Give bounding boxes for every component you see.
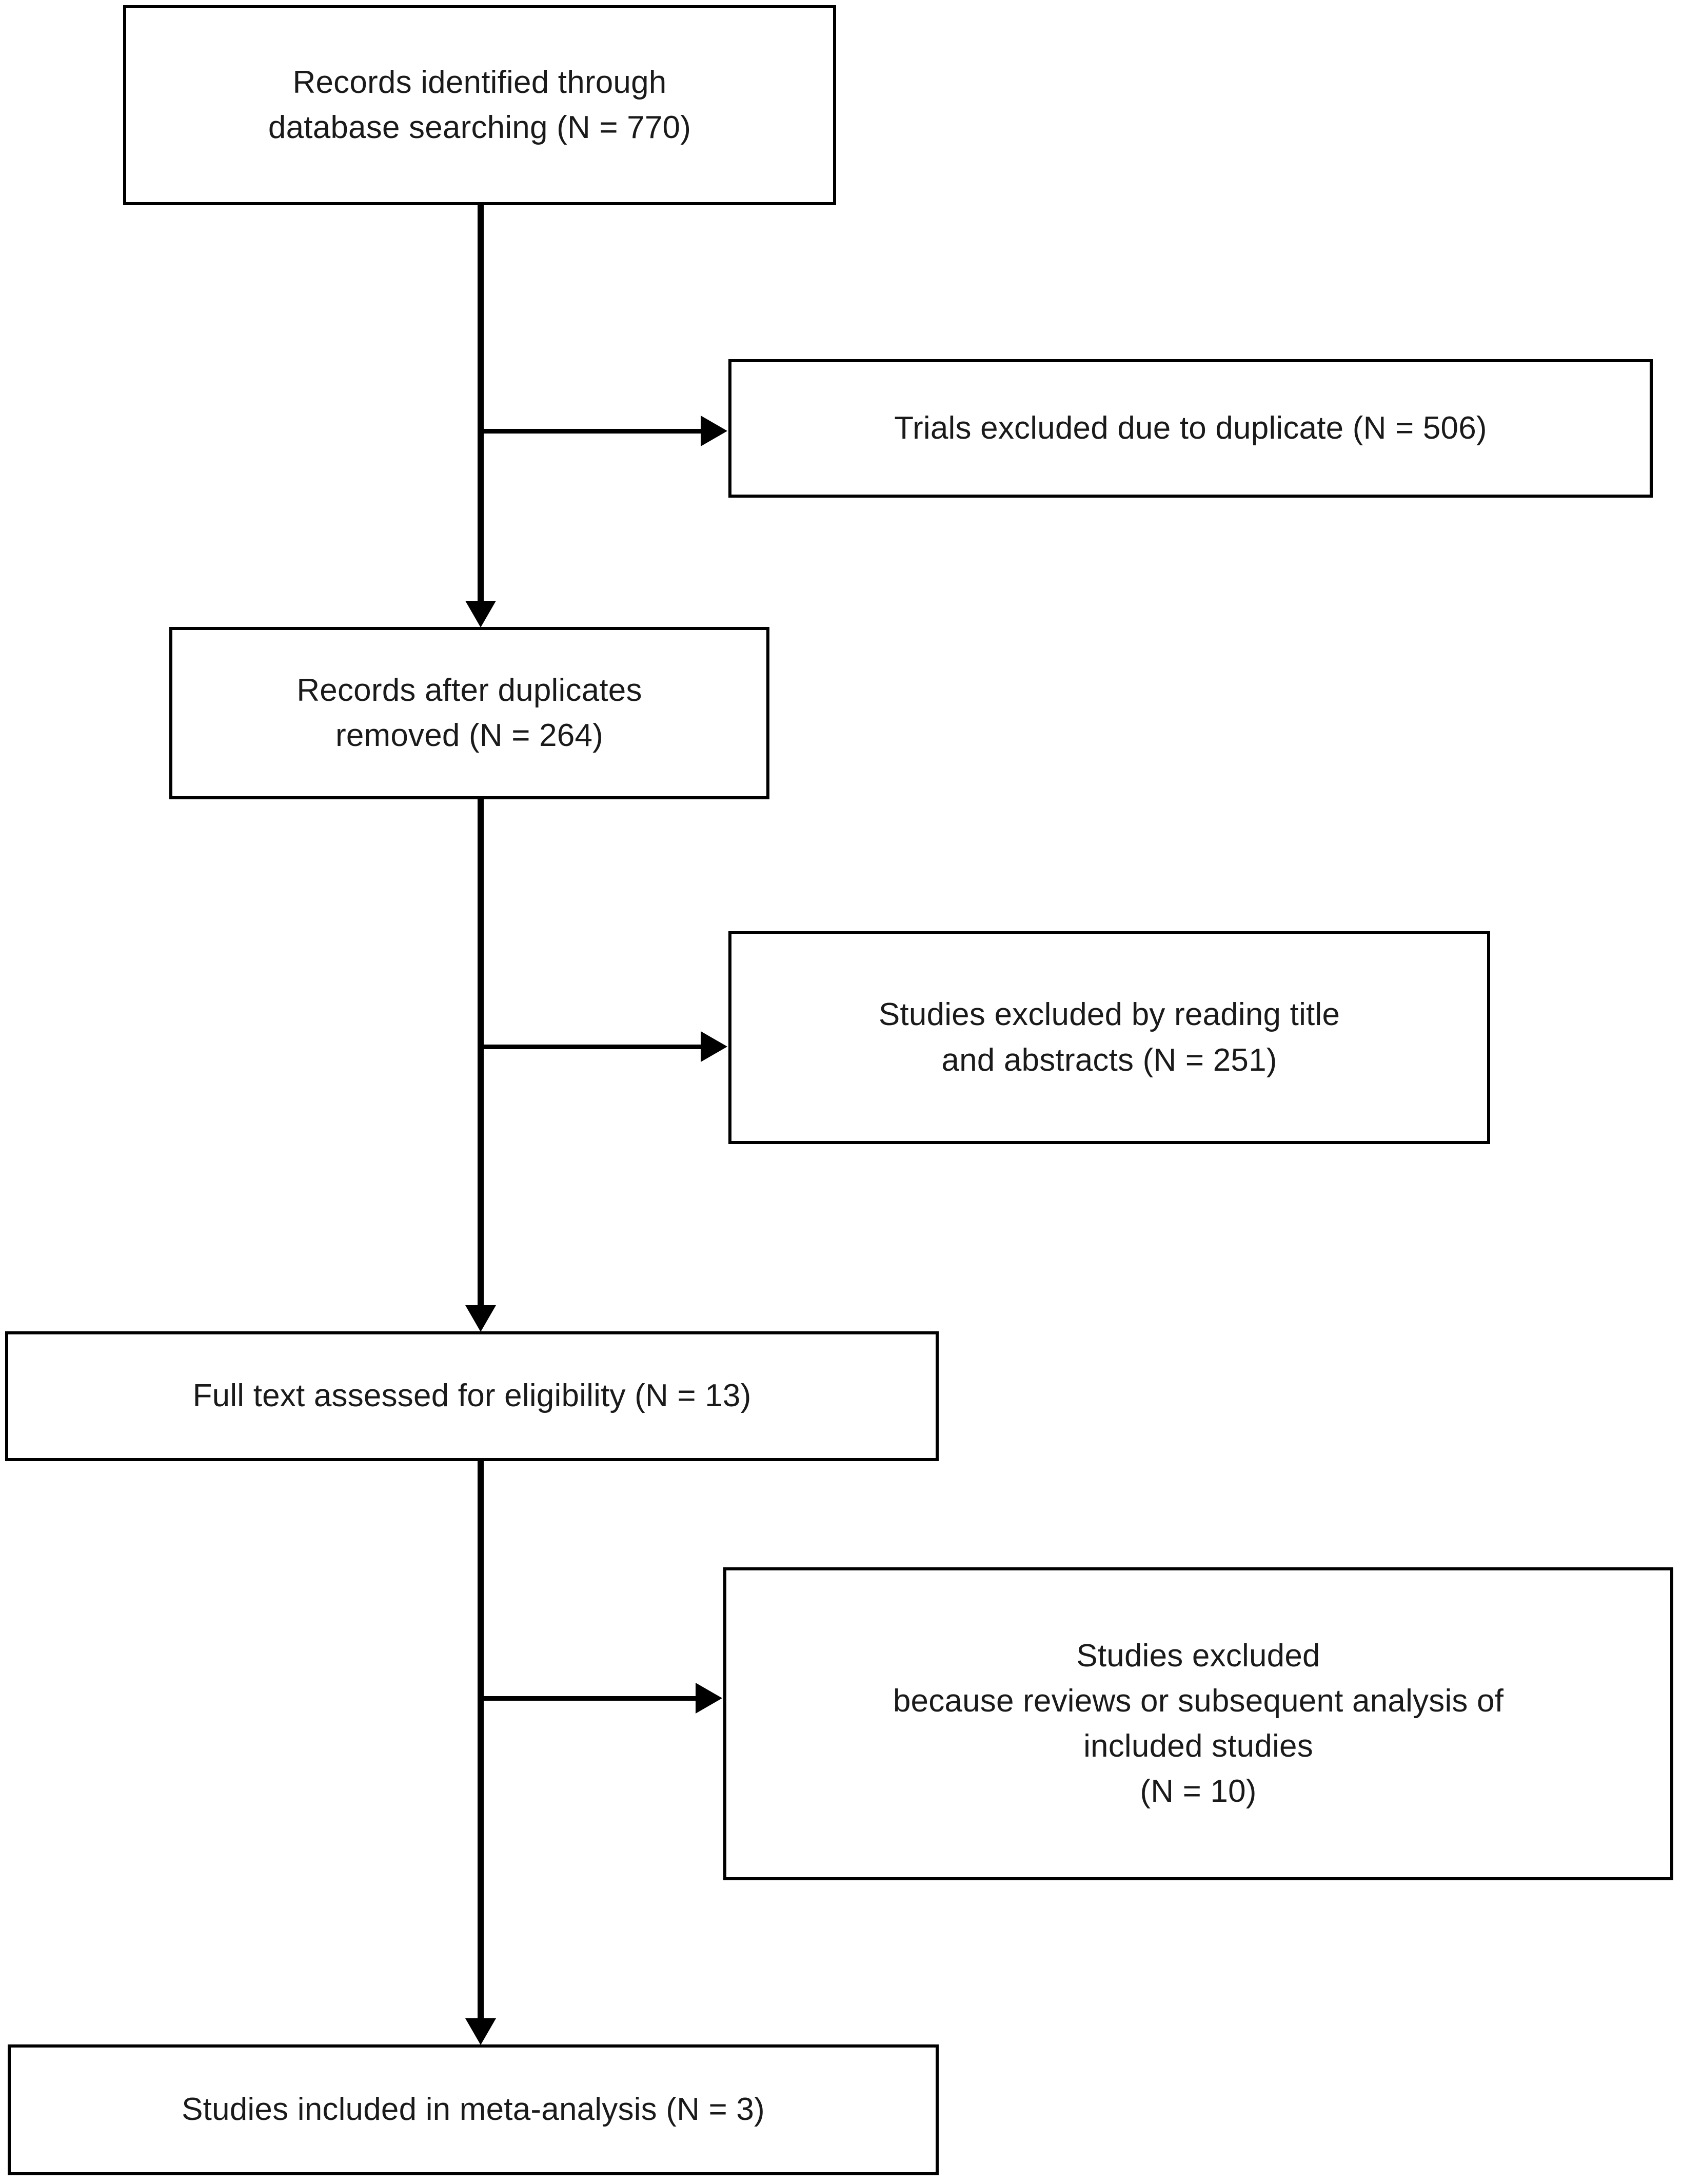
box-studies-included-meta-analysis-text: Studies included in meta-analysis (N = 3…: [182, 2092, 765, 2128]
box-trials-excluded-duplicate-text: Trials excluded due to duplicate (N = 50…: [894, 410, 1487, 446]
connector-after-duplicates-stem: [478, 799, 484, 1307]
arrowhead-into-reviews-excluded: [696, 1683, 722, 1714]
connector-branch-to-title-abstract-excluded: [481, 1045, 702, 1049]
box-full-text-assessed: Full text assessed for eligibility (N = …: [5, 1331, 939, 1461]
connector-identified-stem: [478, 205, 484, 603]
box-studies-excluded-title-abstract-text: Studies excluded by reading title and ab…: [878, 997, 1340, 1078]
box-studies-excluded-title-abstract: Studies excluded by reading title and ab…: [728, 931, 1490, 1144]
box-records-identified: Records identified through database sear…: [123, 5, 836, 205]
arrowhead-into-records-after-duplicates: [465, 601, 496, 627]
box-records-identified-text: Records identified through database sear…: [268, 64, 691, 145]
box-trials-excluded-duplicate: Trials excluded due to duplicate (N = 50…: [728, 359, 1653, 498]
box-studies-excluded-reviews: Studies excluded because reviews or subs…: [723, 1567, 1673, 1880]
connector-branch-to-trials-excluded: [481, 429, 702, 434]
arrowhead-into-title-abstract-excluded: [701, 1031, 727, 1062]
box-full-text-assessed-text: Full text assessed for eligibility (N = …: [192, 1378, 751, 1414]
connector-full-text-stem: [478, 1461, 484, 2020]
box-records-after-duplicates: Records after duplicates removed (N = 26…: [169, 627, 769, 799]
box-studies-excluded-reviews-text: Studies excluded because reviews or subs…: [893, 1638, 1504, 1809]
connector-branch-to-reviews-excluded: [481, 1696, 697, 1701]
arrowhead-into-full-text-assessed: [465, 1305, 496, 1332]
box-records-after-duplicates-text: Records after duplicates removed (N = 26…: [296, 672, 642, 753]
box-studies-included-meta-analysis: Studies included in meta-analysis (N = 3…: [8, 2044, 939, 2175]
arrowhead-into-trials-excluded: [701, 416, 727, 446]
arrowhead-into-studies-included: [465, 2018, 496, 2045]
